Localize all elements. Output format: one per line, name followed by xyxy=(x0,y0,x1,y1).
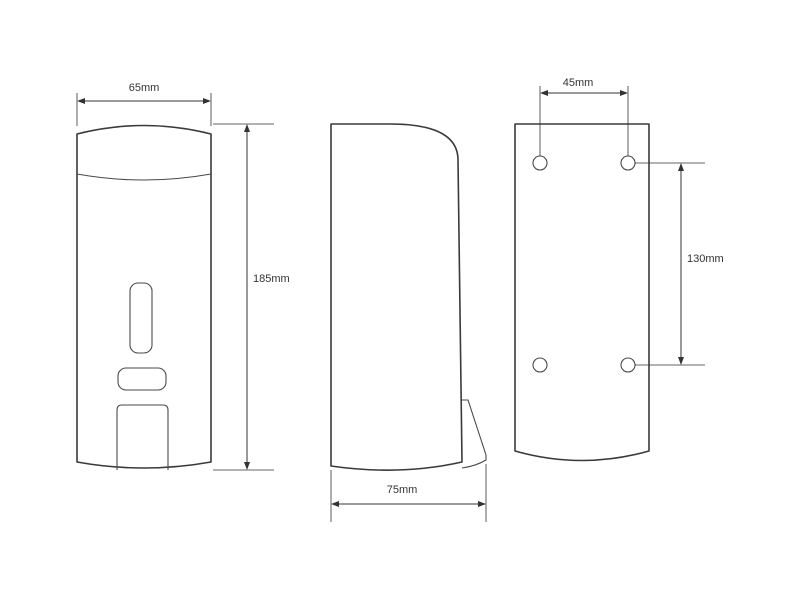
mounting-hole-top-left xyxy=(532,155,548,171)
back-hole-horizontal-label: 45mm xyxy=(563,77,594,89)
back-hole-vertical-dimension: 130mm xyxy=(635,162,724,366)
front-width-label: 65mm xyxy=(129,82,160,94)
front-body-outline xyxy=(76,124,212,469)
level-window xyxy=(129,282,153,354)
mounting-hole-top-right xyxy=(620,155,636,171)
front-height-label: 185mm xyxy=(253,273,290,285)
mounting-hole-bottom-left xyxy=(532,357,548,373)
back-hole-horizontal-dimension: 45mm xyxy=(539,77,629,156)
front-window-curve xyxy=(76,173,212,181)
front-width-dimension: 65mm xyxy=(76,82,212,126)
side-view xyxy=(330,123,487,471)
push-button xyxy=(117,367,167,391)
side-body-outline xyxy=(330,123,463,471)
mounting-hole-bottom-right xyxy=(620,357,636,373)
back-hole-vertical-label: 130mm xyxy=(687,253,724,265)
side-depth-label: 75mm xyxy=(387,484,418,496)
front-height-dimension: 185mm xyxy=(213,123,290,471)
front-view xyxy=(76,124,212,470)
side-depth-dimension: 75mm xyxy=(330,464,487,522)
dispenser-nozzle xyxy=(116,404,169,470)
back-view xyxy=(514,123,650,462)
side-bracket xyxy=(461,399,487,469)
back-body-outline xyxy=(514,123,650,462)
